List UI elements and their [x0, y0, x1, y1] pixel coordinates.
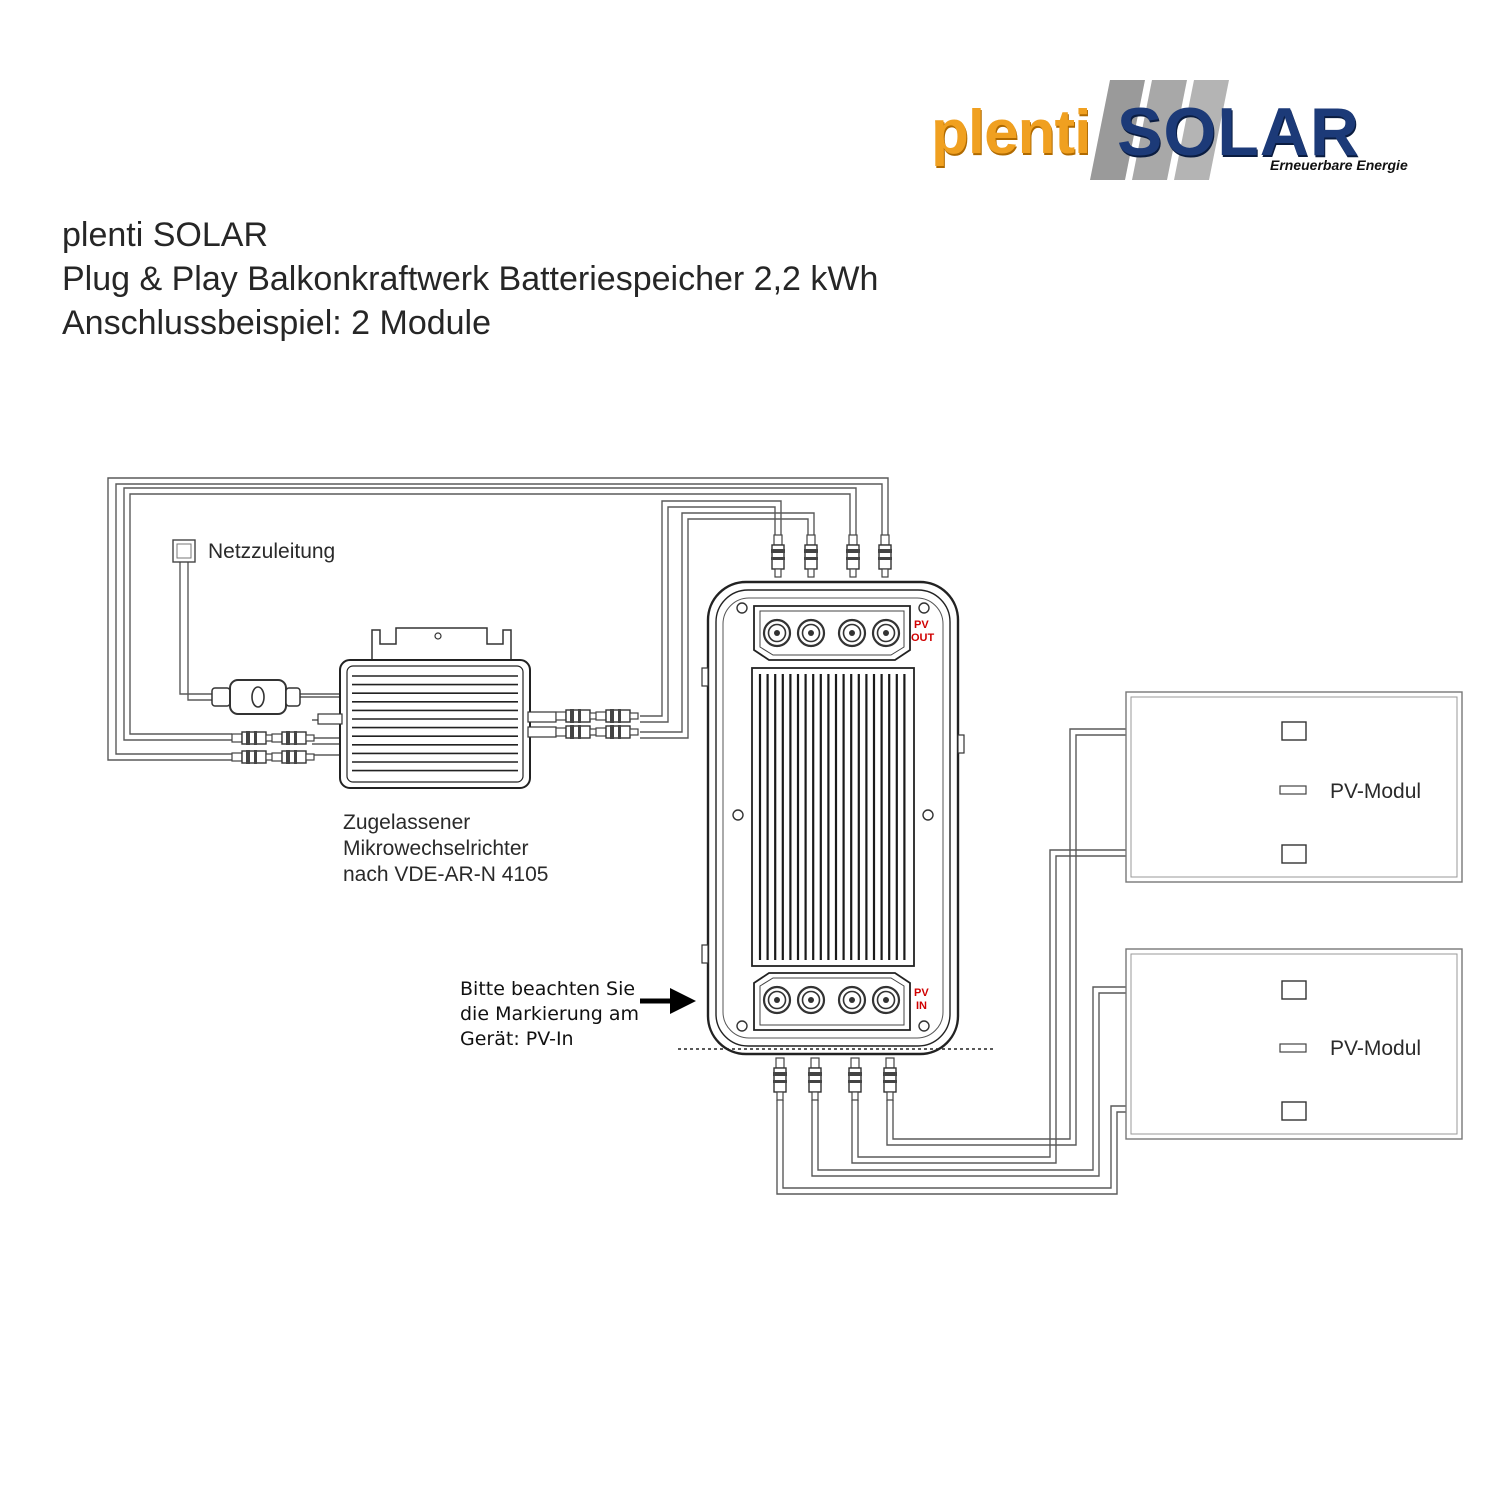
- logo-word-plenti: plenti: [931, 98, 1091, 167]
- mc4-connector-icon: [772, 1057, 898, 1101]
- battery-storage-unit: PV OUT PV IN: [701, 580, 965, 1056]
- logo-word-solar: SOLAR: [1117, 94, 1360, 170]
- title-line-3: Anschlussbeispiel: 2 Module: [62, 304, 492, 342]
- pv-module-1-label: PV-Modul: [1330, 780, 1422, 803]
- pv-in-tag-1: PV: [914, 987, 929, 999]
- pv-module-2: [1125, 948, 1463, 1140]
- ac-coupler-icon: [211, 679, 301, 715]
- mc4-connector-icon: [770, 534, 893, 578]
- pv-in-note: Bitte beachten Sie die Markierung am Ger…: [460, 977, 639, 1052]
- logo-tagline: Erneuerbare Energie: [1270, 157, 1408, 173]
- microinverter-label-line-1: Zugelassener: [343, 811, 471, 834]
- cables: [107, 477, 1282, 1195]
- pv-in-note-line-3: Gerät: PV-In: [460, 1028, 574, 1050]
- title-line-2: Plug & Play Balkonkraftwerk Batteriespei…: [62, 260, 879, 298]
- pv-in-note-line-2: die Markierung am: [460, 1003, 640, 1025]
- pv-in-note-line-1: Bitte beachten Sie: [460, 978, 636, 1000]
- microinverter-label-line-2: Mikrowechselrichter: [343, 837, 529, 860]
- microinverter-drawing: [317, 627, 557, 789]
- microinverter-label-line-3: nach VDE-AR-N 4105: [343, 863, 549, 886]
- pv-out-tag-1: PV: [914, 619, 929, 631]
- pv-module-1: [1125, 691, 1463, 883]
- title-line-1: plenti SOLAR: [62, 216, 268, 254]
- pv-out-tag-2: OUT: [911, 632, 935, 644]
- grid-feed-label: Netzzuleitung: [208, 540, 336, 563]
- pv-module-2-label: PV-Modul: [1330, 1037, 1422, 1060]
- right-arrow-icon: [640, 988, 696, 1014]
- logo-stripes-icon: [1090, 80, 1229, 180]
- grid-socket-icon: [172, 539, 196, 563]
- pv-in-tag-2: IN: [916, 1000, 927, 1012]
- brand-logo: plenti SOLAR Erneuerbare Energie: [925, 75, 1415, 185]
- microinverter-label: Zugelassener Mikrowechselrichter nach VD…: [343, 810, 548, 888]
